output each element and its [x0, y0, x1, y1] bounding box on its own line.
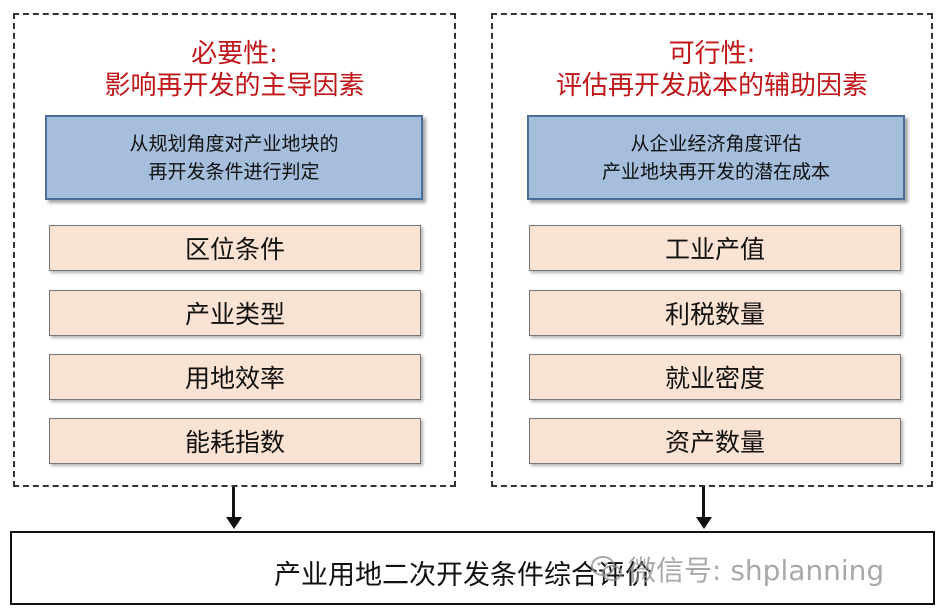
comprehensive-evaluation-label: 产业用地二次开发条件综合评价: [274, 560, 652, 591]
feasibility-description-line1: 从企业经济角度评估: [630, 132, 802, 155]
left-arrow-head-icon: [225, 517, 242, 529]
necessity-item-location: 区位条件: [49, 225, 421, 271]
feasibility-item-asset-amount: 资产数量: [529, 418, 901, 464]
left-arrow-shaft: [232, 487, 235, 518]
feasibility-item-employment-density: 就业密度: [529, 354, 901, 400]
feasibility-title: 可行性:: [668, 39, 756, 69]
necessity-description-box: 从规划角度对产业地块的 再开发条件进行判定: [45, 115, 423, 200]
comprehensive-evaluation-box: 产业用地二次开发条件综合评价: [10, 531, 935, 605]
feasibility-item-industrial-output: 工业产值: [529, 225, 901, 271]
feasibility-subtitle: 评估再开发成本的辅助因素: [555, 71, 868, 101]
necessity-description-line2: 再开发条件进行判定: [148, 160, 320, 183]
right-arrow-head-icon: [695, 517, 712, 529]
wechat-icon: [591, 556, 622, 581]
right-arrow-shaft: [702, 487, 705, 518]
necessity-title: 必要性:: [191, 39, 278, 69]
feasibility-description-line2: 产业地块再开发的潜在成本: [601, 160, 830, 183]
necessity-item-energy-index: 能耗指数: [49, 418, 421, 464]
feasibility-item-tax-amount: 利税数量: [529, 290, 901, 336]
feasibility-panel: 可行性: 评估再开发成本的辅助因素 从企业经济角度评估 产业地块再开发的潜在成本…: [491, 13, 933, 487]
wechat-watermark: 微信号: shplanning: [590, 549, 884, 589]
necessity-item-industry-type: 产业类型: [49, 290, 421, 336]
necessity-panel: 必要性: 影响再开发的主导因素 从规划角度对产业地块的 再开发条件进行判定 区位…: [13, 13, 456, 487]
watermark-text: 微信号: shplanning: [628, 554, 885, 587]
necessity-description-line1: 从规划角度对产业地块的: [129, 132, 339, 155]
necessity-subtitle: 影响再开发的主导因素: [104, 71, 365, 101]
necessity-item-land-efficiency: 用地效率: [49, 354, 421, 400]
feasibility-description-box: 从企业经济角度评估 产业地块再开发的潜在成本: [527, 115, 905, 200]
